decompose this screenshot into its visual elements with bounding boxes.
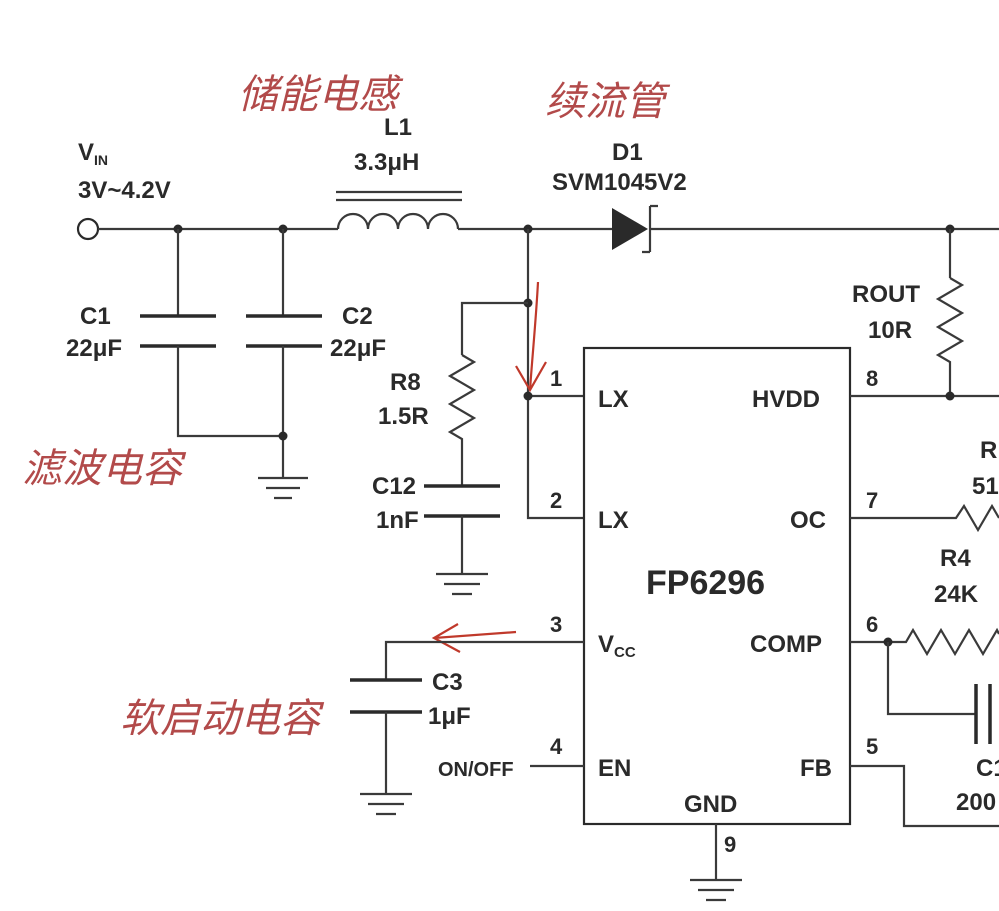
l1-ref: L1 [384, 114, 412, 141]
vin-label: VIN [78, 139, 108, 168]
c1-ref: C1 [80, 303, 111, 330]
pin-number: 7 [866, 488, 878, 513]
c2-ref: C2 [342, 303, 373, 330]
c3-value: 1μF [428, 703, 471, 730]
r-partial-ref: R [980, 437, 997, 464]
pin-number: 4 [550, 734, 563, 759]
r-partial-value: 51 [972, 473, 999, 500]
ic-name: FP6296 [646, 564, 765, 602]
rout-resistor [935, 277, 965, 396]
junction-dot [278, 431, 288, 441]
pin-name: OC [790, 507, 826, 534]
current-arrow [515, 281, 547, 393]
r8-ref: R8 [390, 369, 421, 396]
c12-ref: C12 [372, 473, 416, 500]
r8-wire [460, 301, 528, 355]
l1-inductor [336, 190, 462, 230]
r4-ref: R4 [940, 545, 971, 572]
pin-name: COMP [750, 631, 822, 658]
pin-number: 6 [866, 612, 878, 637]
vin-terminal [76, 217, 100, 241]
pin-name: HVDD [752, 386, 820, 413]
pin-name: EN [598, 755, 631, 782]
diode-annotation: 续流管 [545, 79, 671, 125]
ground-symbol [690, 878, 742, 902]
onoff-label: ON/OFF [438, 759, 514, 781]
filter-cap-annotation: 滤波电容 [22, 446, 187, 492]
c-partial-ref: C1 [976, 755, 999, 782]
ic-gnd-label: GND [684, 791, 737, 818]
ground-symbol [436, 572, 488, 596]
c1-capacitor [140, 314, 216, 348]
ground-symbol [360, 792, 412, 816]
pin-name: LX [598, 507, 629, 534]
oc-resistor [850, 503, 999, 533]
vin-range: 3V~4.2V [78, 177, 171, 204]
c12-value: 1nF [376, 507, 419, 534]
pin-number: 2 [550, 488, 562, 513]
c3-capacitor [350, 678, 422, 714]
d1-ref: D1 [612, 139, 643, 166]
rout-value: 10R [868, 317, 912, 344]
inductor-annotation: 储能电感 [238, 72, 404, 118]
lx-wire [526, 229, 584, 520]
c12-capacitor [424, 484, 500, 518]
r4-value: 24K [934, 581, 979, 608]
d1-value: SVM1045V2 [552, 169, 687, 196]
fb-wire [850, 764, 999, 828]
c1-value: 22μF [66, 335, 122, 362]
junction-dot [523, 391, 533, 401]
softstart-cap-annotation: 软启动电容 [120, 696, 325, 742]
c1-return [176, 346, 283, 438]
r8-resistor [447, 354, 477, 486]
r8-value: 1.5R [378, 403, 429, 430]
l1-value: 3.3μH [354, 149, 419, 176]
r4-resistor [850, 627, 999, 657]
c-partial-value: 200 [956, 789, 996, 816]
pin-name: VCC [598, 631, 636, 661]
pin-number: 5 [866, 734, 878, 759]
comp-capacitor [974, 684, 992, 744]
rout-ref: ROUT [852, 281, 920, 308]
pin-number: 3 [550, 612, 562, 637]
pin-number: 1 [550, 366, 562, 391]
c2-capacitor [246, 314, 322, 348]
vcc-wire [384, 640, 584, 680]
pin-number: 8 [866, 366, 878, 391]
ic-body [582, 346, 852, 826]
pin-name: FB [800, 755, 832, 782]
pin-number: 9 [724, 832, 736, 857]
c3-ref: C3 [432, 669, 463, 696]
c2-value: 22μF [330, 335, 386, 362]
junction-dot [945, 391, 955, 401]
current-arrow [431, 623, 517, 653]
pin-name: LX [598, 386, 629, 413]
comp-cap-wire [886, 642, 976, 716]
ground-symbol [258, 476, 308, 500]
